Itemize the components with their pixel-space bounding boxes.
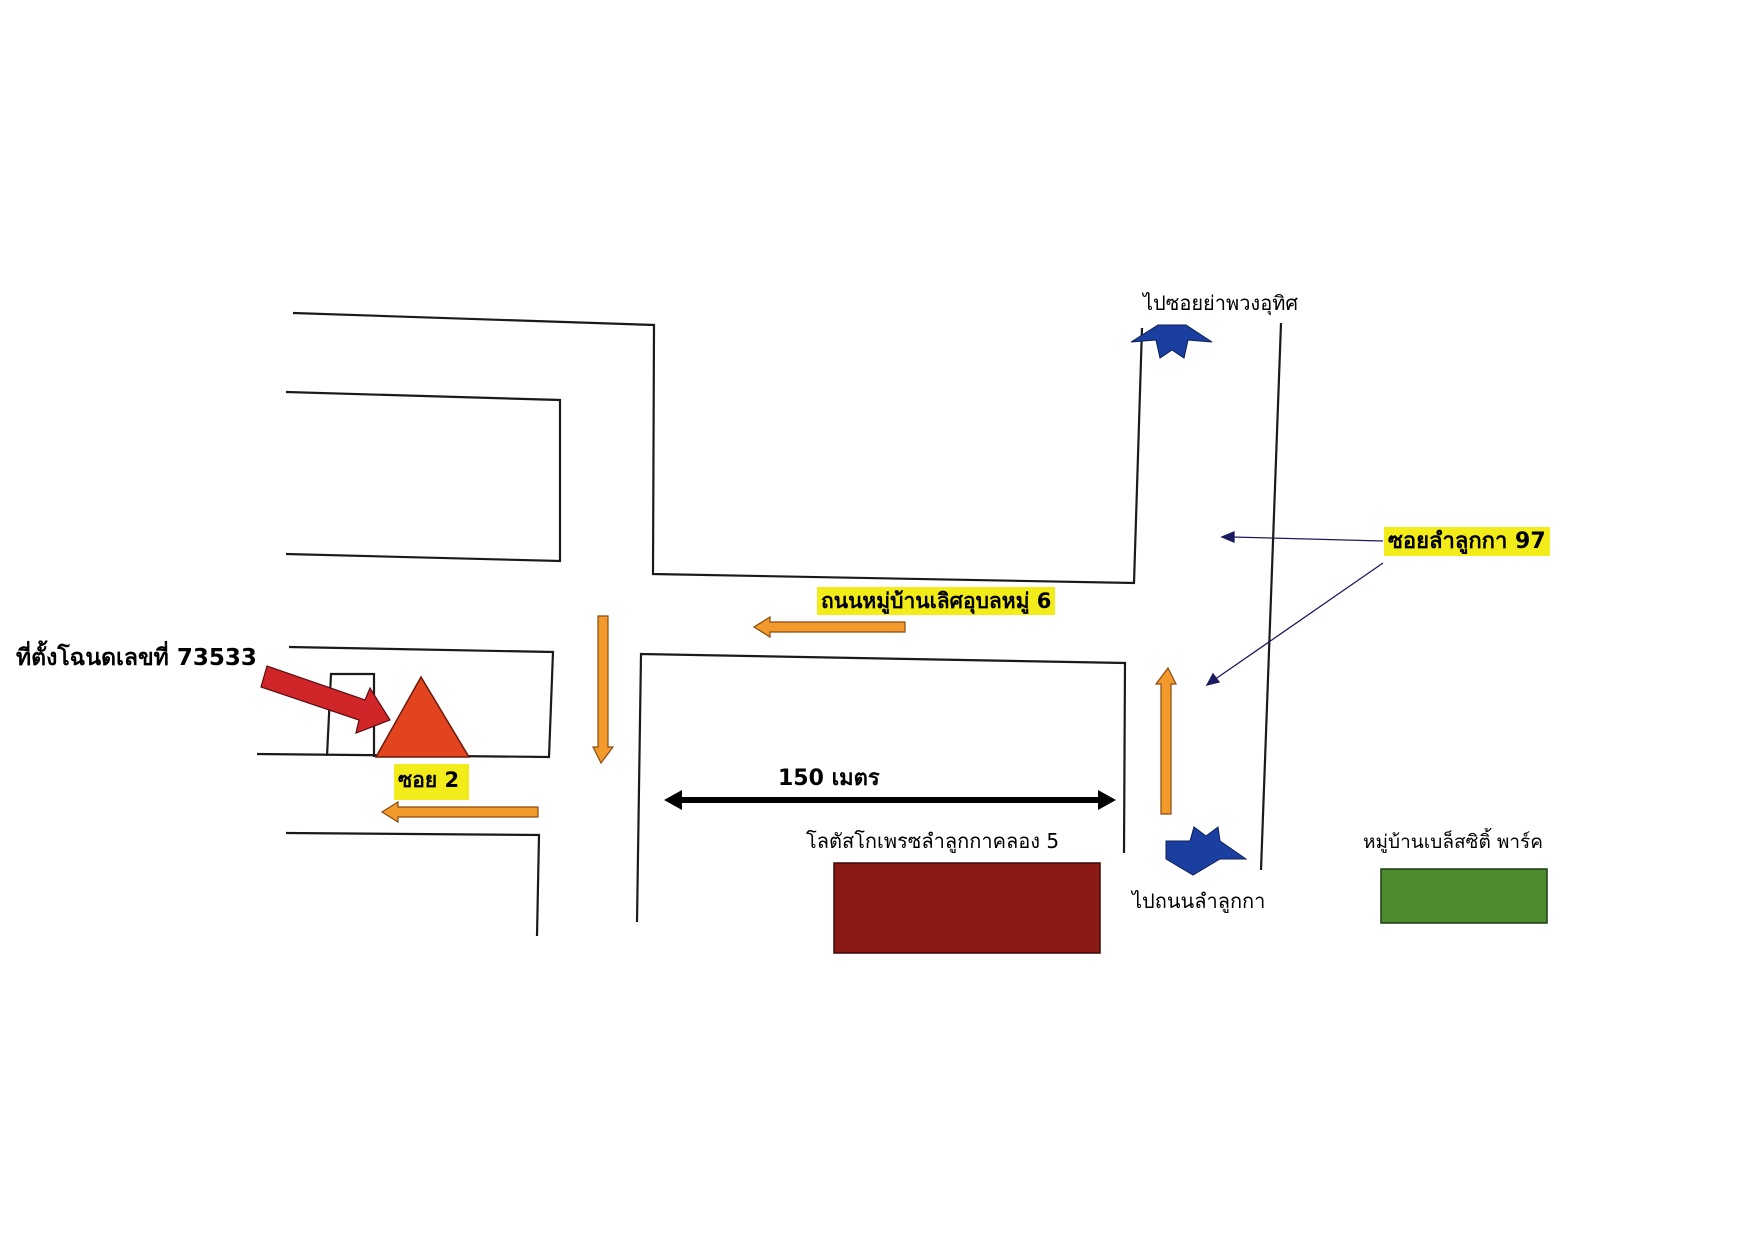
road-direction-arrows: [380, 615, 1177, 824]
label-village-road: ถนนหมู่บ้านเลิศอุบลหมู่ 6: [817, 587, 1056, 616]
down-direction-arrow-icon: [1165, 826, 1248, 876]
distance-bar: [678, 797, 1098, 803]
distance-arrowhead-right: [1098, 790, 1116, 810]
label-to-soi-yapuang: ไปซอยย่าพวงอุทิศ: [1143, 291, 1299, 315]
orange-arrow-village-road: [752, 615, 906, 639]
callout-arrowhead-upper: [1220, 531, 1235, 543]
double-headed-arrow-icon: [664, 790, 1116, 810]
label-soi-lamlukka-97: ซอยลำลูกกา 97: [1384, 527, 1550, 557]
callout-line-lower: [1213, 562, 1384, 681]
orange-arrow-soi-2: [380, 800, 539, 824]
soi-97-east-edge: [1259, 322, 1283, 871]
label-deed-location: ที่ตั้งโฉนดเลขที่ 73533: [16, 645, 257, 671]
block-outline-upper-left: [285, 390, 562, 563]
block-outline-top: [292, 311, 1144, 585]
callout-arrowhead-lower: [1205, 672, 1221, 686]
lotus-store-block: [833, 862, 1101, 954]
distance-arrowhead-left: [664, 790, 682, 810]
label-village-name: หมู่บ้านเบล็สซิติ้ พาร์ค: [1363, 831, 1543, 853]
up-direction-arrow-icon: [1130, 324, 1213, 359]
road-outlines: [256, 311, 1283, 937]
label-to-lamlukka-road: ไปถนนลำลูกกา: [1132, 889, 1266, 913]
block-outline-lower-left: [285, 831, 541, 937]
block-outline-lotus: [635, 652, 1127, 923]
label-lotus-store: โลตัสโกเพรซลำลูกกาคลอง 5: [806, 829, 1060, 853]
pointer-arrow-icon: [260, 665, 391, 734]
soi-97-callouts: [1205, 531, 1384, 686]
label-distance: 150 เมตร: [778, 766, 880, 791]
triangle-marker-icon: [374, 675, 471, 758]
label-soi-2: ซอย 2: [394, 764, 470, 801]
orange-arrow-vertical-down: [592, 615, 615, 765]
village-block: [1380, 868, 1548, 924]
callout-line-upper: [1231, 536, 1384, 542]
orange-arrow-soi-97-up: [1154, 666, 1177, 815]
